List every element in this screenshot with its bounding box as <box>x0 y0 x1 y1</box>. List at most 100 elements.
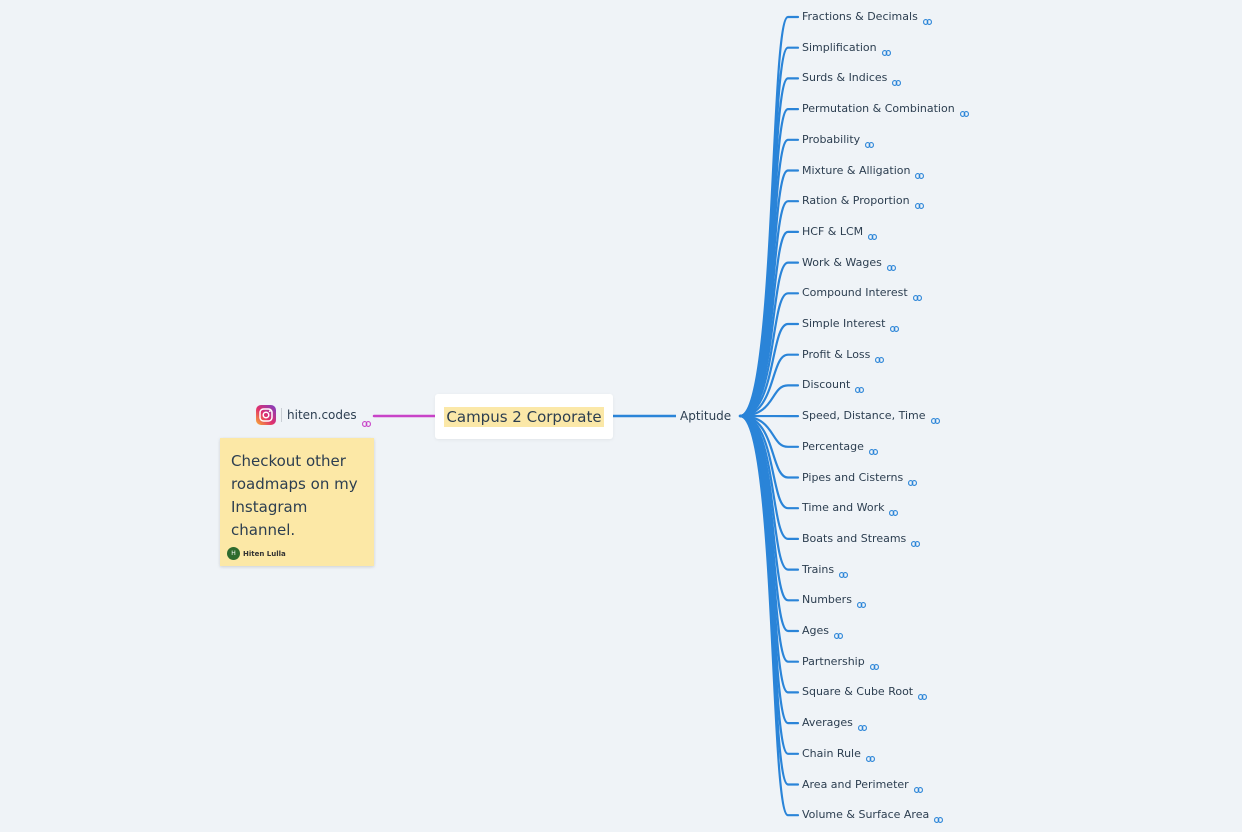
subtopic-label: Permutation & Combination <box>802 102 955 116</box>
link-icon[interactable] <box>361 412 371 427</box>
subtopic-item[interactable]: Square & Cube Root <box>802 684 928 701</box>
subtopic-item[interactable]: Simplification <box>802 40 891 56</box>
subtopic-item[interactable]: Work & Wages <box>802 255 896 271</box>
subtopic-item[interactable]: Pipes and Cisterns <box>802 470 918 486</box>
link-icon[interactable] <box>855 382 865 394</box>
subtopic-item[interactable]: Ration & Proportion <box>802 193 924 210</box>
link-icon[interactable] <box>913 782 923 793</box>
subtopic-item[interactable]: HCF & LCM <box>802 224 878 240</box>
subtopic-label: Area and Perimeter <box>802 777 909 791</box>
link-icon[interactable] <box>892 75 902 87</box>
link-icon[interactable] <box>857 720 867 732</box>
central-topic[interactable]: Campus 2 Corporate <box>435 394 613 439</box>
separator <box>281 408 282 422</box>
link-icon[interactable] <box>834 628 843 639</box>
avatar: H <box>227 547 240 560</box>
link-icon[interactable] <box>886 260 896 271</box>
link-icon[interactable] <box>881 45 891 56</box>
subtopic-label: Time and Work <box>802 501 885 515</box>
link-icon[interactable] <box>869 659 879 670</box>
link-icon[interactable] <box>915 168 925 179</box>
link-icon[interactable] <box>868 229 878 240</box>
subtopic-label: Mixture & Alligation <box>802 163 911 177</box>
subtopic-label: Fractions & Decimals <box>802 10 918 23</box>
link-icon[interactable] <box>930 413 940 425</box>
subtopic-item[interactable]: Mixture & Alligation <box>802 163 925 179</box>
subtopic-label: Boats and Streams <box>802 531 907 545</box>
link-icon[interactable] <box>868 444 878 455</box>
subtopic-item[interactable]: Permutation & Combination <box>802 101 969 118</box>
subtopic-label: Square & Cube Root <box>802 685 914 699</box>
instagram-handle: hiten.codes <box>287 408 357 422</box>
link-icon[interactable] <box>918 689 928 701</box>
link-icon[interactable] <box>959 106 969 118</box>
subtopic-label: HCF & LCM <box>802 224 864 238</box>
subtopic-item[interactable]: Chain Rule <box>802 746 875 762</box>
link-icon[interactable] <box>914 198 924 210</box>
connector-line-leaf <box>738 384 800 418</box>
subtopic-item[interactable]: Volume & Surface Area <box>802 807 944 824</box>
subtopic-label: Simplification <box>802 40 877 54</box>
subtopic-item[interactable]: Profit & Loss <box>802 347 885 363</box>
subtopic-label: Percentage <box>802 439 864 453</box>
subtopic-label: Ration & Proportion <box>802 194 910 208</box>
connector-line-leaf <box>738 292 800 418</box>
subtopic-label: Volume & Surface Area <box>802 808 930 822</box>
sticky-note[interactable]: Checkout other roadmaps on my Instagram … <box>220 438 374 566</box>
link-icon[interactable] <box>856 597 866 609</box>
subtopic-label: Trains <box>802 562 835 576</box>
subtopic-item[interactable]: Simple Interest <box>802 316 900 332</box>
branch-topic-aptitude[interactable]: Aptitude <box>676 406 736 426</box>
subtopic-item[interactable]: Speed, Distance, Time <box>802 408 940 425</box>
connector-line-leaf <box>738 353 800 418</box>
subtopic-label: Surds & Indices <box>802 71 888 85</box>
subtopic-label: Pipes and Cisterns <box>802 470 904 484</box>
subtopic-label: Chain Rule <box>802 746 861 760</box>
subtopic-label: Simple Interest <box>802 317 886 330</box>
link-icon[interactable] <box>934 812 944 824</box>
sticky-note-text: Checkout other roadmaps on my Instagram … <box>231 452 358 539</box>
central-topic-label: Campus 2 Corporate <box>444 406 604 427</box>
subtopic-label: Averages <box>802 716 853 730</box>
connector-line-leaf <box>738 414 800 817</box>
link-icon[interactable] <box>889 505 899 517</box>
link-icon[interactable] <box>922 14 932 25</box>
subtopic-item[interactable]: Boats and Streams <box>802 531 921 547</box>
link-icon[interactable] <box>839 567 849 578</box>
link-icon[interactable] <box>865 137 875 148</box>
subtopic-item[interactable]: Area and Perimeter <box>802 777 923 793</box>
subtopic-label: Numbers <box>802 593 852 607</box>
subtopic-item[interactable]: Compound Interest <box>802 285 922 302</box>
subtopic-label: Speed, Distance, Time <box>802 409 926 423</box>
subtopic-item[interactable]: Surds & Indices <box>802 70 902 87</box>
subtopic-item[interactable]: Time and Work <box>802 500 899 517</box>
subtopic-label: Partnership <box>802 654 865 668</box>
subtopic-label: Work & Wages <box>802 255 882 269</box>
author-name: Hiten Lulla <box>243 549 286 558</box>
subtopic-label: Discount <box>802 378 851 392</box>
subtopic-item[interactable]: Partnership <box>802 654 879 670</box>
subtopic-item[interactable]: Percentage <box>802 439 878 455</box>
subtopic-label: Probability <box>802 132 861 146</box>
subtopic-item[interactable]: Ages <box>802 623 843 639</box>
subtopic-item[interactable]: Fractions & Decimals <box>802 9 932 25</box>
link-icon[interactable] <box>875 352 885 363</box>
subtopic-label: Compound Interest <box>802 286 908 300</box>
author-badge: H Hiten Lulla <box>227 547 286 560</box>
link-icon[interactable] <box>865 751 875 762</box>
connector-line-leaf <box>738 322 800 418</box>
instagram-node[interactable]: hiten.codes <box>256 404 371 427</box>
subtopic-label: Ages <box>802 624 830 637</box>
subtopic-item[interactable]: Trains <box>802 562 849 578</box>
link-icon[interactable] <box>890 321 900 332</box>
subtopic-item[interactable]: Discount <box>802 377 865 394</box>
link-icon[interactable] <box>912 290 922 302</box>
subtopic-item[interactable]: Averages <box>802 715 867 732</box>
link-icon[interactable] <box>908 475 918 486</box>
instagram-icon <box>256 405 276 425</box>
subtopic-item[interactable]: Probability <box>802 132 875 148</box>
link-icon[interactable] <box>911 536 921 547</box>
subtopic-label: Profit & Loss <box>802 347 871 361</box>
subtopic-item[interactable]: Numbers <box>802 592 866 609</box>
